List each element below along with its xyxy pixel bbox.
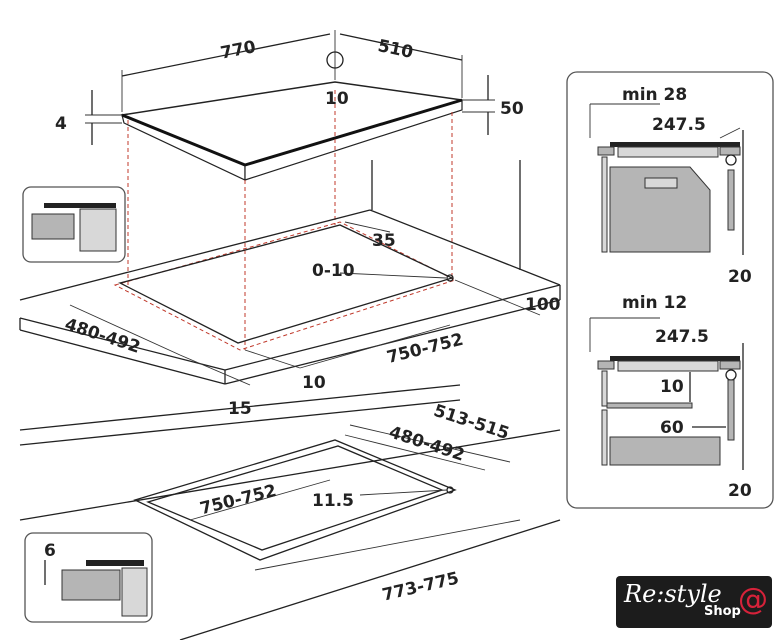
label-offset-0-10: 0-10 (312, 261, 355, 281)
label-radius: 11.5 (312, 491, 354, 511)
label-gap-10: 10 (660, 377, 684, 397)
label-height-50: 50 (500, 99, 524, 119)
logo-at-icon: @ (738, 582, 768, 617)
logo-text: Re:style (624, 580, 722, 608)
label-width-770: 770 (219, 37, 258, 63)
label-front-15: 15 (228, 399, 252, 419)
inset-top-left (22, 186, 126, 263)
label-gap-60: 60 (660, 418, 684, 438)
hob-dimensions (85, 30, 495, 145)
label-lower-wall-gap: 20 (728, 481, 752, 501)
hob-drawing (119, 81, 463, 181)
projection-lines (113, 90, 457, 351)
logo-sub: Shop (704, 604, 741, 619)
label-glass-4: 4 (55, 114, 67, 134)
label-flush-cut-width: 750-752 (198, 481, 279, 519)
label-depth-510: 510 (376, 36, 415, 63)
label-front-10: 10 (302, 373, 326, 393)
label-min-12: min 12 (622, 293, 687, 313)
label-min-28: min 28 (622, 85, 687, 105)
label-gap-35: 35 (372, 231, 396, 251)
label-outer-width: 773-775 (380, 569, 461, 606)
inset-bottom-left (24, 532, 153, 623)
label-back-100: 100 (525, 295, 561, 315)
flush-cutout-drawing (19, 384, 561, 640)
label-cut-width: 750-752 (385, 330, 466, 368)
label-outer-depth: 513-515 (431, 401, 511, 444)
restyle-shop-logo: Re:style Shop @ (616, 576, 772, 628)
label-recess-6: 6 (44, 541, 56, 561)
label-flush-cut-depth: 480-492 (387, 422, 467, 465)
label-corner-10: 10 (325, 89, 349, 109)
countertop-drawing (19, 160, 561, 386)
label-lower-clearance: 247.5 (655, 327, 709, 347)
label-upper-wall-gap: 20 (728, 267, 752, 287)
label-upper-clearance: 247.5 (652, 115, 706, 135)
side-panel (566, 71, 774, 509)
